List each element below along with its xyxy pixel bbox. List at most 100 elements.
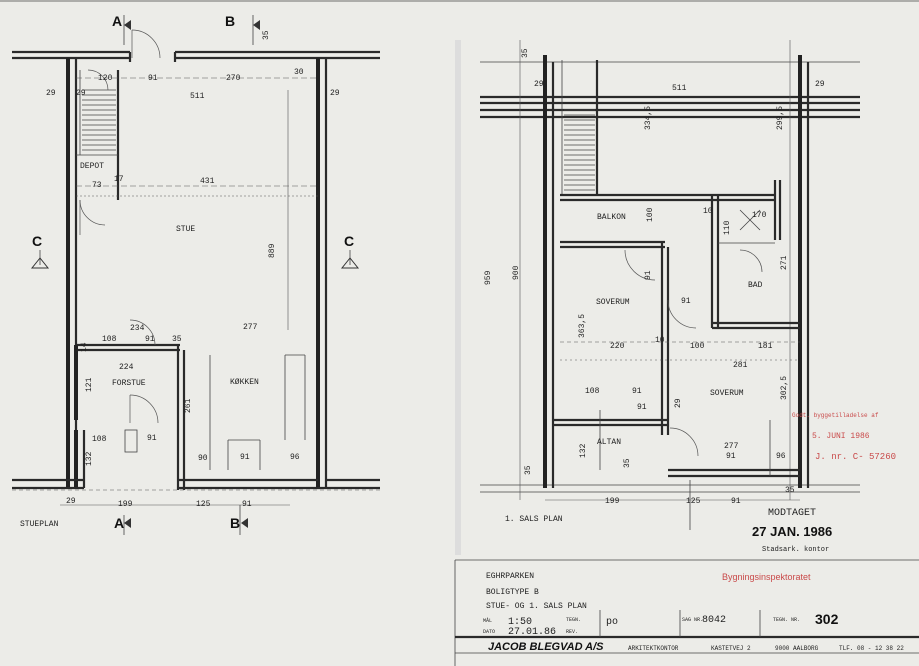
plan-label: 1. SALS PLAN xyxy=(505,515,563,524)
first-floor-plan xyxy=(480,40,860,530)
stair-treads xyxy=(564,109,595,191)
dimension: 277 xyxy=(724,442,739,451)
dimension: 35 xyxy=(521,48,530,58)
room-label: BAD xyxy=(748,281,763,290)
dimension: 108 xyxy=(92,435,107,444)
dimension: 261 xyxy=(184,398,193,413)
section-mark-a: A xyxy=(114,515,124,531)
dimension: 91 xyxy=(681,297,691,306)
section-mark-a: A xyxy=(112,13,122,29)
dimension: 29 xyxy=(76,89,86,98)
dimension: 108 xyxy=(102,335,117,344)
dimension: 110 xyxy=(723,220,732,235)
dimension: 363,5 xyxy=(578,314,587,338)
dimension: 132 xyxy=(579,443,588,458)
case-label: SAG NR. xyxy=(682,617,703,623)
dimension: 35 xyxy=(172,335,182,344)
firm-type: ARKITEKTKONTOR xyxy=(628,645,679,652)
inspector-stamp: Bygningsinspektoratet xyxy=(722,572,811,582)
dimension: 29 xyxy=(534,80,544,89)
dimension: 224 xyxy=(119,363,134,372)
dimension: 511 xyxy=(190,92,205,101)
revision-label: REV. xyxy=(566,629,578,635)
dimension: 281 xyxy=(733,361,748,370)
plan-label: STUEPLAN xyxy=(20,520,59,529)
approval-date: 5. JUNI 1986 xyxy=(812,432,870,441)
dimension: 30 xyxy=(294,68,304,77)
dimension: 91 xyxy=(637,403,647,412)
drawing-content: STUE- OG 1. SALS PLAN xyxy=(486,602,587,611)
approval-journal: J. nr. C- 57260 xyxy=(815,452,896,462)
ground-floor-plan xyxy=(12,15,380,535)
firm-phone: TLF. 08 - 12 38 22 xyxy=(839,645,904,652)
room-label: DEPOT xyxy=(80,162,104,171)
dimension: 35 xyxy=(623,458,632,468)
firm-name: JACOB BLEGVAD A/S xyxy=(488,641,604,653)
dimension: 17 xyxy=(114,175,124,184)
section-mark-c: C xyxy=(32,233,42,249)
received-date: 27 JAN. 1986 xyxy=(752,524,832,539)
dimension: 100 xyxy=(690,342,705,351)
date: 27.01.86 xyxy=(508,627,556,638)
received-office: Stadsark. kontor xyxy=(762,546,829,554)
dimension: 199 xyxy=(118,500,133,509)
section-mark-b: B xyxy=(230,515,240,531)
dimension: 91 xyxy=(145,335,155,344)
dimension: 334,5 xyxy=(644,106,653,130)
stair-treads xyxy=(82,89,116,151)
dimension: 900 xyxy=(512,265,521,280)
room-label: FORSTUE xyxy=(112,379,146,388)
room-label: SOVERUM xyxy=(596,298,630,307)
dimension: 108 xyxy=(585,387,600,396)
drawing-number-label: TEGN. NR. xyxy=(773,617,800,623)
dimension: 234 xyxy=(130,324,145,333)
dimension: 10 xyxy=(703,207,713,216)
dimension: 302,5 xyxy=(780,376,789,400)
dimension: 14 xyxy=(80,342,89,352)
dimension: 220 xyxy=(610,342,625,351)
approval-stamp: Godt. byggetilladelse af xyxy=(792,412,879,419)
case-number: 8042 xyxy=(702,615,726,626)
dimension: 431 xyxy=(200,177,215,186)
dimension: 511 xyxy=(672,84,687,93)
dimension: 125 xyxy=(686,497,701,506)
dimension: 10 xyxy=(655,336,665,345)
dimension: 299,5 xyxy=(776,106,785,130)
room-label: BALKON xyxy=(597,213,626,222)
section-mark-b: B xyxy=(225,13,235,29)
house-type: BOLIGTYPE B xyxy=(486,588,539,597)
dimension: 90 xyxy=(198,454,208,463)
room-label: SOVERUM xyxy=(710,389,744,398)
dimension: 96 xyxy=(290,453,300,462)
dimension: 29 xyxy=(330,89,340,98)
dimension: 277 xyxy=(243,323,258,332)
dimension: 271 xyxy=(780,255,789,270)
dimension: 91 xyxy=(240,453,250,462)
dimension: 959 xyxy=(484,270,493,285)
dimension: 199 xyxy=(605,497,620,506)
project-name: EGHRPARKEN xyxy=(486,572,534,581)
dimension: 29 xyxy=(815,80,825,89)
dimension: 889 xyxy=(268,243,277,258)
scale-label: MÅL xyxy=(483,617,492,624)
drawn-by: po xyxy=(606,617,618,628)
drawn-label: TEGN. xyxy=(566,617,581,623)
dimension: 35 xyxy=(524,465,533,475)
dimension: 270 xyxy=(226,74,241,83)
firm-city: 9000 AALBORG xyxy=(775,645,819,652)
dimension: 132 xyxy=(85,451,94,466)
firm-address: KASTETVEJ 2 xyxy=(711,645,751,652)
dimension: 35 xyxy=(262,30,271,40)
title-block xyxy=(454,559,919,666)
dimension: 91 xyxy=(147,434,157,443)
received-stamp: MODTAGET xyxy=(768,508,816,519)
dimension: 181 xyxy=(758,342,773,351)
dimension: 121 xyxy=(85,377,94,392)
dimension: 91 xyxy=(731,497,741,506)
dimension: 125 xyxy=(196,500,211,509)
dimension: 91 xyxy=(242,500,252,509)
dimension: 91 xyxy=(726,452,736,461)
dimension: 35 xyxy=(785,486,795,495)
